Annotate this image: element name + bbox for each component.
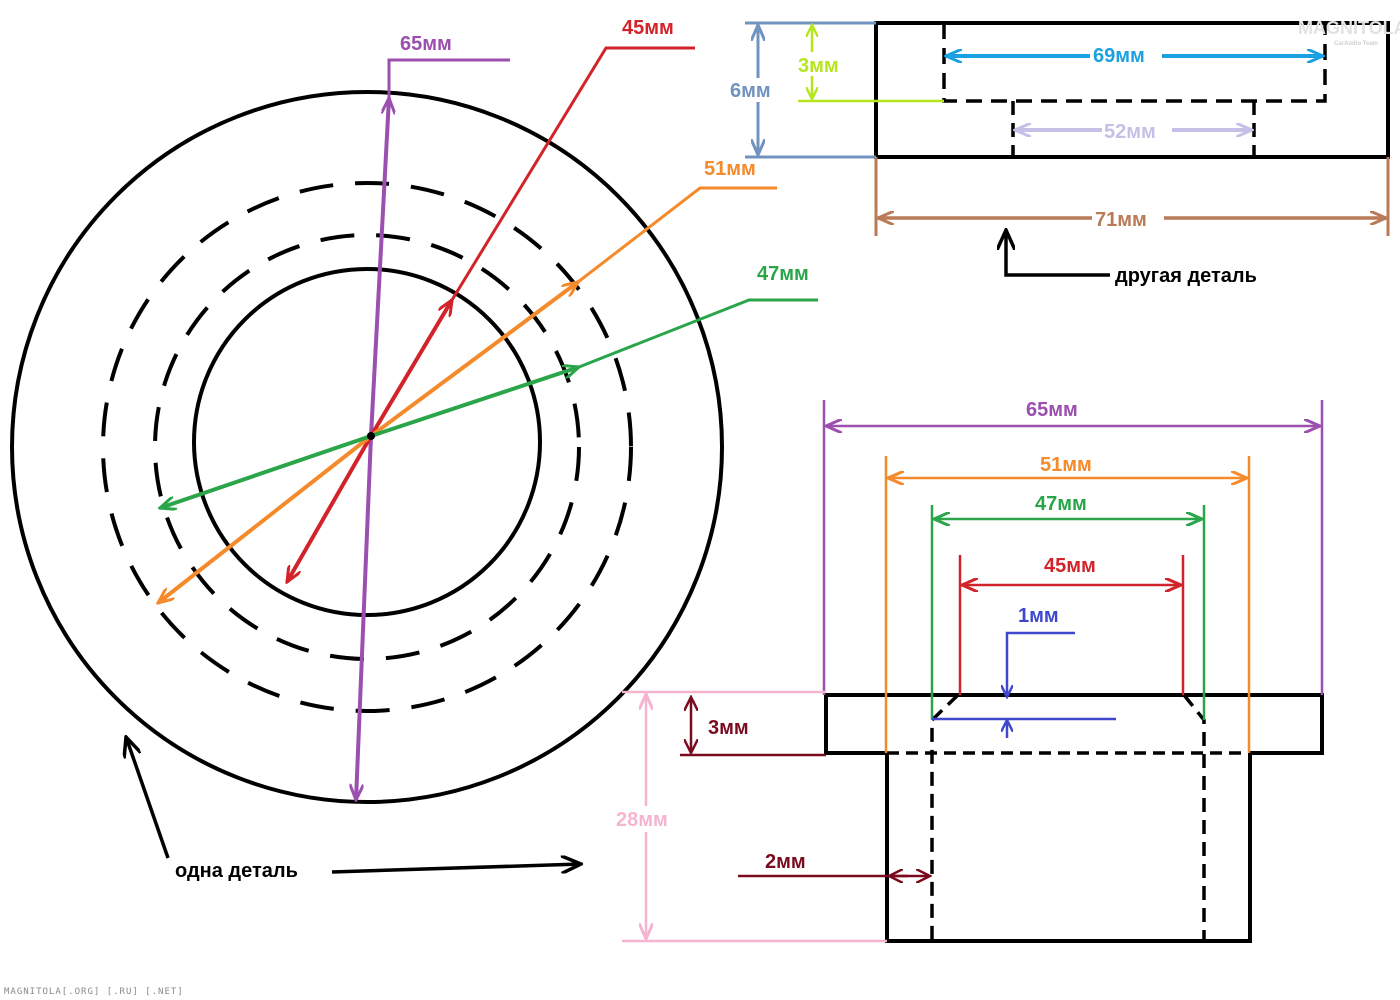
label-6-bg bbox=[728, 78, 786, 102]
bottom-section: 65мм 51мм 47мм 45мм 1мм 3мм bbox=[614, 399, 1324, 943]
label-3-top: 3мм bbox=[798, 55, 839, 77]
dim-65-circle: 65мм bbox=[356, 33, 510, 800]
watermark-site: MAGNITOLA[.ORG] [.RU] [.NET] bbox=[4, 987, 184, 997]
label-1-section: 1мм bbox=[1018, 605, 1059, 627]
dashed-circle-inner bbox=[153, 233, 581, 661]
leader-45 bbox=[450, 46, 695, 301]
watermark-logo: MAGNITOLA CarAudio Team bbox=[1298, 18, 1400, 47]
section-inner-dashed-right bbox=[1182, 693, 1206, 941]
label-71: 71мм bbox=[1095, 209, 1147, 231]
dim-line-45 bbox=[369, 300, 452, 438]
dashed-circle-outer bbox=[101, 181, 633, 713]
leader-1 bbox=[1005, 631, 1075, 675]
dim-line-65-b bbox=[356, 435, 373, 800]
watermark-logo-subtext: CarAudio Team bbox=[1334, 41, 1378, 47]
label-3-bg bbox=[796, 52, 854, 76]
dim-line-51-b bbox=[158, 434, 373, 603]
label-6: 6мм bbox=[730, 80, 771, 102]
label-71-bg bbox=[1092, 206, 1164, 230]
dim-45-circle: 45мм bbox=[287, 17, 695, 582]
dim-line-51 bbox=[369, 282, 578, 438]
top-part-outline bbox=[874, 21, 1390, 159]
label-2-section: 2мм bbox=[765, 851, 806, 873]
leader-65 bbox=[387, 58, 510, 98]
label-51-circle: 51мм bbox=[704, 158, 756, 180]
circle-view: 65мм 45мм 51мм 47мм одна деталь bbox=[10, 17, 818, 882]
label-65-section: 65мм bbox=[1026, 399, 1078, 421]
caption-arrow-left bbox=[126, 737, 170, 859]
label-47-section: 47мм bbox=[1035, 493, 1087, 515]
dim-47-circle: 47мм bbox=[160, 263, 818, 508]
dim-line-65 bbox=[369, 98, 389, 437]
label-45-section: 45мм bbox=[1044, 555, 1096, 577]
caption-arrow-other bbox=[1006, 230, 1110, 277]
dim-line-45-b bbox=[287, 435, 373, 582]
top-section: 6мм 3мм 69мм 52мм 71мм другая деталь bbox=[728, 21, 1390, 287]
inner-circle bbox=[192, 267, 542, 617]
label-47-circle: 47мм bbox=[757, 263, 809, 285]
leader-47 bbox=[578, 298, 818, 369]
label-52: 52мм bbox=[1104, 121, 1156, 143]
label-51-section: 51мм bbox=[1040, 454, 1092, 476]
label-52-bg bbox=[1102, 118, 1172, 142]
label-69-bg bbox=[1090, 43, 1162, 67]
label-45-circle: 45мм bbox=[622, 17, 674, 39]
label-28-section: 28мм bbox=[616, 809, 668, 831]
caption-other-part: другая деталь bbox=[1115, 265, 1257, 287]
dim-line-47 bbox=[370, 367, 579, 438]
center-point bbox=[367, 432, 375, 440]
dim-line-47-b bbox=[160, 434, 372, 508]
section-body bbox=[885, 753, 1252, 943]
section-flange bbox=[824, 693, 1324, 755]
label-3-section: 3мм bbox=[708, 717, 749, 739]
section-inner-dashed-left bbox=[930, 693, 960, 941]
label-28-bg bbox=[614, 806, 688, 832]
dim-51-circle: 51мм bbox=[158, 158, 777, 603]
leader-51 bbox=[577, 186, 777, 284]
label-69: 69мм bbox=[1093, 45, 1145, 67]
caption-arrow-right bbox=[331, 864, 581, 874]
caption-one-part: одна деталь bbox=[175, 860, 298, 882]
outer-circle bbox=[10, 90, 724, 804]
watermark-logo-text: MAGNITOLA bbox=[1298, 18, 1400, 38]
label-65-circle: 65мм bbox=[400, 33, 452, 55]
